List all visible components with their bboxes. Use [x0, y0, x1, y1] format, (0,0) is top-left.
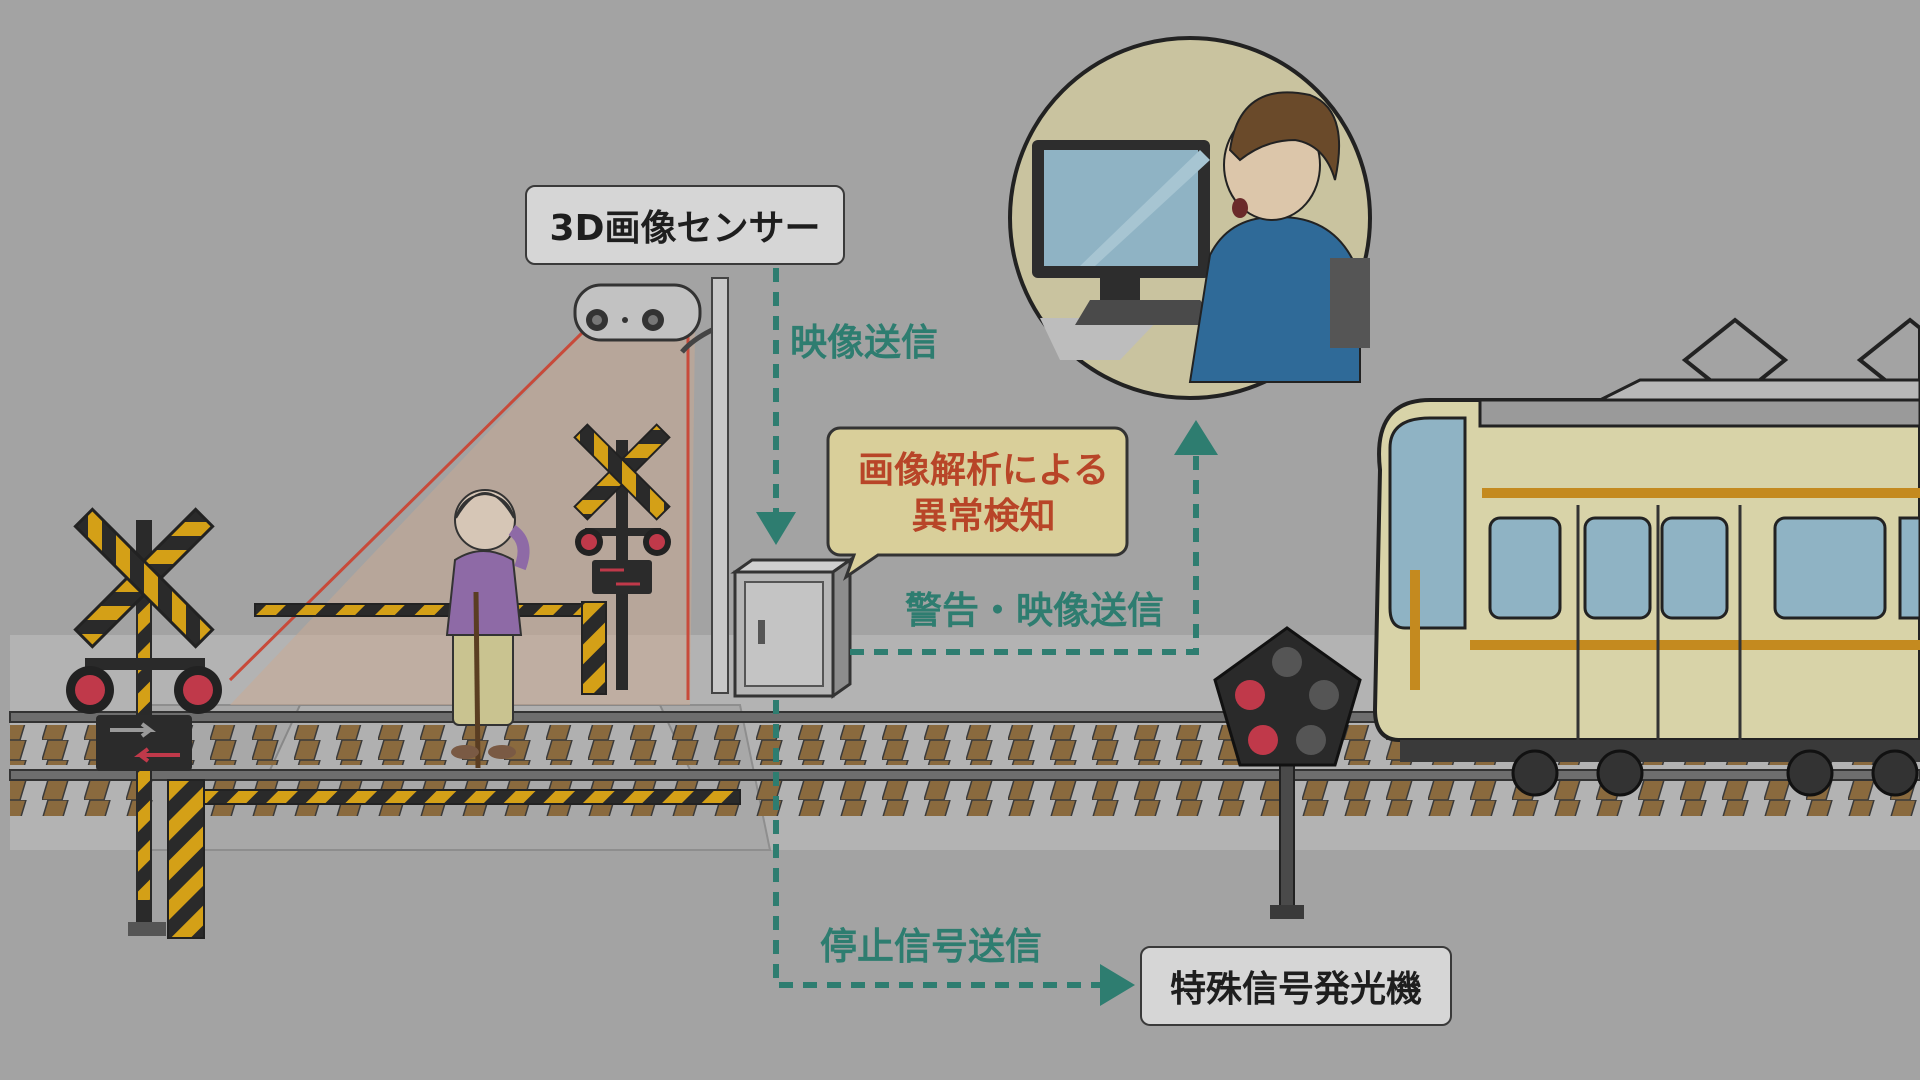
special-signal-light-icon	[1213, 626, 1362, 919]
right-crossing-signal-icon	[573, 423, 671, 695]
stop-signal-arrow	[773, 700, 1135, 1006]
stop-signal-label: 停止信号送信	[820, 925, 1042, 968]
train-icon	[1372, 317, 1920, 797]
alert-transmit-arrow	[850, 420, 1218, 655]
sensor-label: 3D画像センサー	[525, 185, 845, 265]
analysis-callout-bubble	[826, 426, 1129, 581]
video-transmit-label: 映像送信	[790, 321, 938, 364]
video-transmit-arrow	[756, 268, 796, 545]
front-barrier-bar	[179, 789, 741, 805]
analysis-callout-line1: 画像解析による	[858, 450, 1109, 491]
elderly-person-with-cane-icon	[445, 489, 530, 769]
left-crossing-signal-icon	[66, 507, 222, 939]
stereo-camera-icon	[573, 283, 702, 342]
alert-transmit-label: 警告・映像送信	[905, 589, 1164, 632]
cabinet-icon	[730, 557, 855, 699]
special-signal-label: 特殊信号発光機	[1140, 946, 1452, 1026]
back-barrier-bar	[254, 603, 586, 617]
person-at-computer-icon	[1008, 36, 1372, 400]
sensor-beam-left	[228, 328, 587, 682]
sensor-pole	[680, 277, 729, 694]
analysis-callout-line2: 異常検知	[911, 496, 1056, 537]
